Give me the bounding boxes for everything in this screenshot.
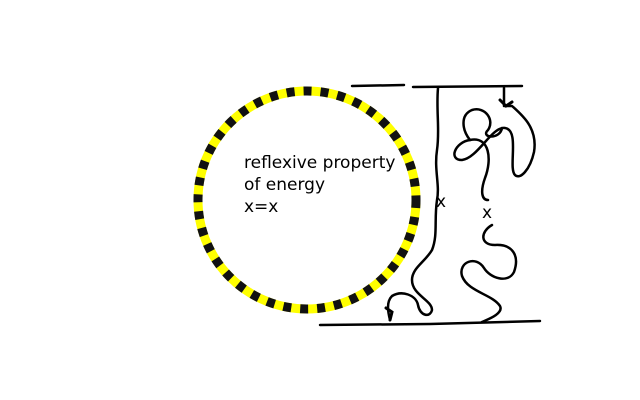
ring-black-stripes [193,86,421,314]
caption-line-3: x=x [244,197,279,217]
caption-line-2: of energy [244,175,326,195]
top-line-left [350,83,406,88]
right-strand [453,86,536,202]
right-strand-lower [460,223,518,324]
right-strand-label: x [482,203,493,223]
left-strand [386,86,440,322]
bottom-line [318,319,542,327]
right-strand-top-hook [498,98,514,108]
left-strand-label: x [436,192,447,212]
right-strand-upper-loops [462,108,504,142]
caption-line-1: reflexive property [244,153,396,173]
top-line-right [411,84,524,89]
left-strand-end-hook [384,306,394,322]
striped-ring [193,86,421,314]
